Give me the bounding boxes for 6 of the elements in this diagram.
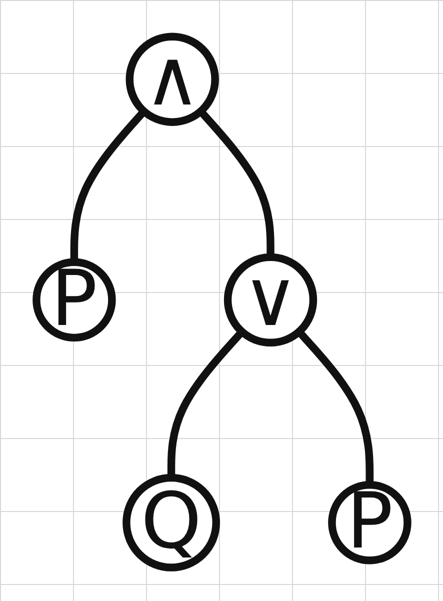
node-circle bbox=[328, 480, 411, 564]
node-circle bbox=[125, 32, 218, 126]
node-circle bbox=[32, 258, 116, 342]
node-circle bbox=[122, 473, 220, 571]
node-circle bbox=[223, 252, 317, 346]
tree-diagram: ∧ P ∨ Q P bbox=[20, 6, 422, 596]
